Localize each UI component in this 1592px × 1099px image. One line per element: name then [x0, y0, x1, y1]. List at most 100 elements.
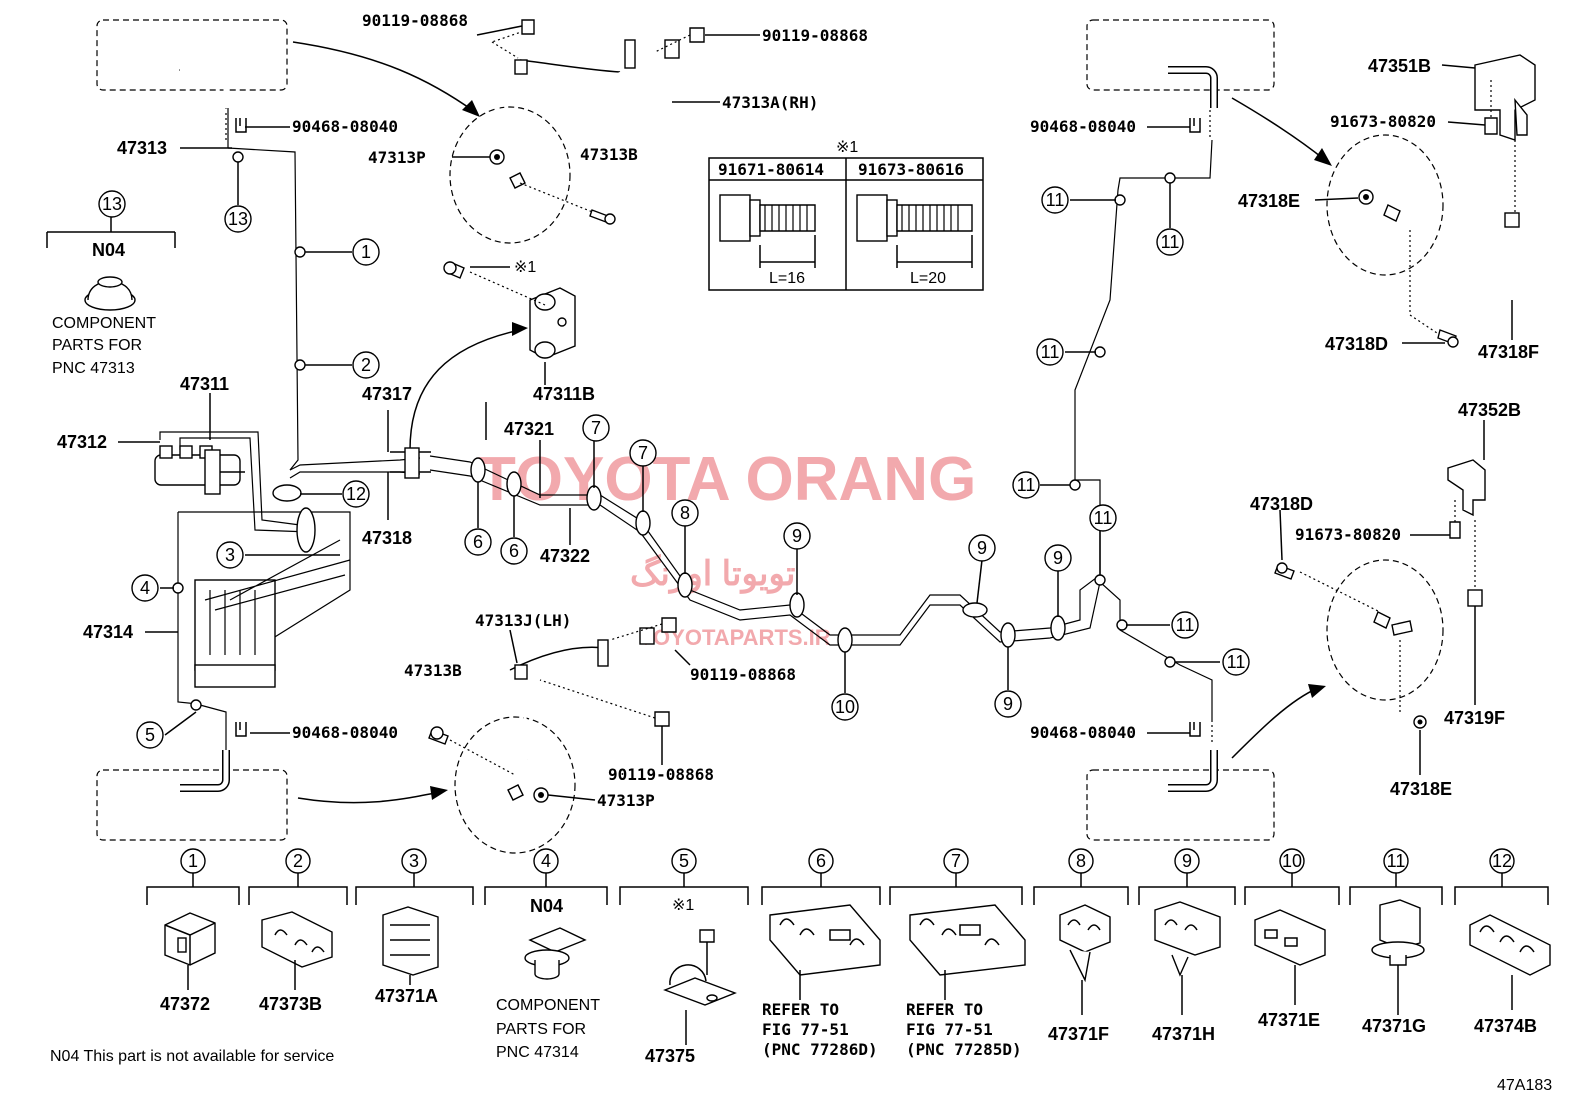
legend-ref6-line2: FIG 77-51: [762, 1020, 849, 1039]
legend-circle-7: 7: [951, 851, 961, 871]
legend-circle-6: 6: [816, 851, 826, 871]
legend-pn-8: 47371F: [1048, 1024, 1109, 1044]
label-90468-b: 90468-08040: [292, 723, 398, 742]
n04-code-top: N04: [92, 240, 125, 260]
bottom-legend: 1 2 3 4 5 6 7 8 9 10 11 12: [146, 848, 1551, 1066]
legend-n04-line1: COMPONENT: [496, 997, 600, 1014]
arrows: [292, 41, 1332, 804]
legend-pn-3: 47371A: [375, 986, 438, 1006]
legend-circle-11: 11: [1387, 851, 1406, 871]
legend-pn-12: 47374B: [1474, 1016, 1537, 1036]
callout-9c: 9: [1003, 694, 1013, 714]
legend-part-47375: [663, 929, 737, 1045]
wheel-box-rear-left: [96, 750, 288, 841]
label-47318D-b: 47318D: [1250, 494, 1313, 514]
wheel-box-front-right: [1086, 19, 1275, 108]
label-90119-d: 90119-08868: [608, 765, 714, 784]
legend-circle-4: 4: [541, 851, 551, 871]
part-labels: 90119-08868 90119-08868 47313A(RH) 90468…: [57, 11, 1539, 810]
legend-part-47372: [164, 912, 216, 990]
label-90468-d: 90468-08040: [1030, 723, 1136, 742]
diagram-callouts: 13 1 2 12 3 4 5 6 6 7 7 8 9 10 9 9 9 11 …: [131, 186, 1250, 749]
n04-line3-top: PNC 47313: [52, 360, 135, 377]
callout-2: 2: [361, 355, 371, 375]
hose-rear-right: [1274, 459, 1486, 729]
label-47352B: 47352B: [1458, 400, 1521, 420]
callout-9a: 9: [792, 526, 802, 546]
legend-part-47371E: [1254, 909, 1326, 1005]
label-mark-1: ※1: [514, 259, 536, 276]
legend-circle-1: 1: [188, 851, 198, 871]
circle-13-top: 13: [102, 194, 122, 214]
label-47311: 47311: [180, 374, 229, 394]
legend-part-47371F: [1059, 904, 1111, 1015]
label-91673-b: 91673-80820: [1295, 525, 1401, 544]
label-47313P-bot: 47313P: [597, 791, 655, 810]
callout-9d: 9: [1053, 548, 1063, 568]
legend-pn-9: 47371H: [1152, 1024, 1215, 1044]
callout-8: 8: [680, 503, 690, 523]
label-47319F: 47319F: [1444, 708, 1505, 728]
label-47322: 47322: [540, 546, 590, 566]
bolt-table: [708, 157, 984, 291]
footer-note: N04 This part is not available for servi…: [50, 1048, 334, 1065]
callout-5: 5: [145, 725, 155, 745]
legend-part-47374B: [1469, 914, 1551, 1010]
callout-11a: 11: [1094, 508, 1113, 528]
callout-11f: 11: [1046, 190, 1065, 210]
callout-11b: 11: [1176, 615, 1195, 635]
label-90119-a: 90119-08868: [362, 11, 468, 30]
callout-9b: 9: [977, 538, 987, 558]
callout-7b: 7: [638, 443, 648, 463]
joint-47317-47318: [387, 410, 431, 520]
label-47311B: 47311B: [533, 384, 595, 404]
legend-part-clip-7: [909, 904, 1026, 1000]
legend-part-47371G: [1371, 899, 1425, 1015]
callout-7a: 7: [591, 418, 601, 438]
hose-rear-left: [428, 617, 677, 803]
n04-top-text: 13 N04 COMPONENT PARTS FOR PNC 47313: [52, 190, 156, 377]
legend-circle-5: 5: [679, 851, 689, 871]
legend-ref6-line1: REFER TO: [762, 1000, 839, 1019]
legend-ref7-line3: (PNC 77285D): [906, 1040, 1022, 1059]
bracket-47311B: [443, 261, 576, 359]
label-90119-b: 90119-08868: [762, 26, 868, 45]
watermark-arabic: تويوتا اورنگ: [630, 553, 796, 594]
label-47313B-bot: 47313B: [404, 661, 462, 680]
table-col2: 91673-80616: [858, 160, 964, 179]
callout-4: 4: [140, 578, 150, 598]
legend-part-clip-6: [769, 904, 881, 1000]
legend-ref7-line2: FIG 77-51: [906, 1020, 993, 1039]
legend-circle-3: 3: [409, 851, 419, 871]
label-47313J: 47313J(LH): [475, 611, 571, 630]
label-47313P-top: 47313P: [368, 148, 426, 167]
legend-circle-2: 2: [293, 851, 303, 871]
leader-lines: [118, 25, 1513, 801]
callout-1: 1: [361, 242, 371, 262]
callout-10: 10: [835, 697, 855, 717]
label-47318: 47318: [362, 528, 412, 548]
table-col1: 91671-80614: [718, 160, 824, 179]
callout-11g: 11: [1161, 232, 1180, 252]
clips-90468: [235, 118, 1201, 737]
table-mark: ※1: [836, 139, 858, 156]
label-47314: 47314: [83, 622, 133, 642]
hose-front-right: [1358, 54, 1536, 348]
legend-pn-1: 47372: [160, 994, 210, 1014]
label-47321: 47321: [504, 419, 554, 439]
callout-11e: 11: [1041, 342, 1060, 362]
label-47318D-a: 47318D: [1325, 334, 1388, 354]
callout-12: 12: [346, 484, 366, 504]
table-len1: L=16: [769, 270, 805, 287]
legend-part-n04-grommet: [524, 927, 587, 980]
legend-part-47373B: [261, 911, 333, 990]
label-47318E-a: 47318E: [1238, 191, 1300, 211]
footer: N04 This part is not available for servi…: [50, 1048, 1552, 1094]
legend-n04-code: N04: [530, 896, 563, 916]
abs-actuator: [194, 484, 351, 688]
callout-11d: 11: [1017, 475, 1036, 495]
legend-part-47371H: [1154, 901, 1221, 1015]
callout-11c: 11: [1227, 652, 1246, 672]
n04-grommet-top: [46, 215, 176, 311]
